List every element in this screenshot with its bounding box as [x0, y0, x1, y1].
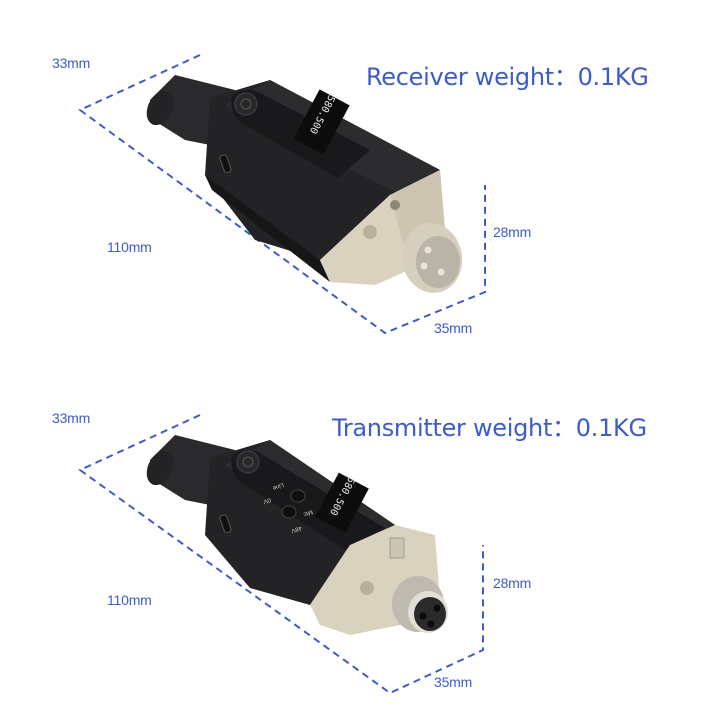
- receiver-dimension-lines: [78, 54, 486, 335]
- power-button-icon[interactable]: [236, 450, 260, 474]
- receiver-panel: 580.500 33mm 110mm 28mm 35mm Receiver we…: [52, 54, 649, 336]
- transmitter-weight-title: Transmitter weight：0.1KG: [332, 414, 647, 442]
- transmitter-length-label: 110mm: [107, 592, 152, 608]
- transmitter-depth-label: 33mm: [52, 410, 91, 426]
- xlr-female-connector: [392, 576, 448, 633]
- switch-label-48v: 48V: [290, 524, 302, 533]
- transmitter-width-label: 35mm: [434, 674, 473, 690]
- power-button-icon[interactable]: [234, 92, 258, 116]
- transmitter-height-label: 28mm: [493, 575, 532, 591]
- receiver-lcd-display: 580.500: [293, 89, 350, 155]
- line-mic-switch[interactable]: [290, 489, 306, 503]
- xlr-male-connector: [401, 223, 463, 293]
- receiver-product-illustration: 580.500: [78, 54, 486, 335]
- switch-label-0v: 0V: [262, 496, 271, 504]
- transmitter-product-illustration: Line 0V Mic 48V 580.500: [78, 414, 484, 695]
- receiver-length-label: 110mm: [107, 239, 152, 255]
- phantom-power-switch[interactable]: [281, 505, 297, 519]
- transmitter-dimension-lines: [78, 414, 484, 695]
- switch-label-line: Line: [271, 481, 284, 491]
- receiver-depth-label: 33mm: [52, 55, 91, 71]
- receiver-height-label: 28mm: [493, 224, 532, 240]
- receiver-weight-title: Receiver weight：0.1KG: [366, 63, 649, 91]
- usb-c-port-icon: [219, 154, 232, 174]
- transmitter-panel: Line 0V Mic 48V 580.500 33mm 110mm 28mm …: [0, 360, 720, 720]
- switch-label-mic: Mic: [303, 508, 314, 517]
- usb-c-port-icon: [219, 514, 232, 534]
- receiver-width-label: 35mm: [434, 320, 473, 336]
